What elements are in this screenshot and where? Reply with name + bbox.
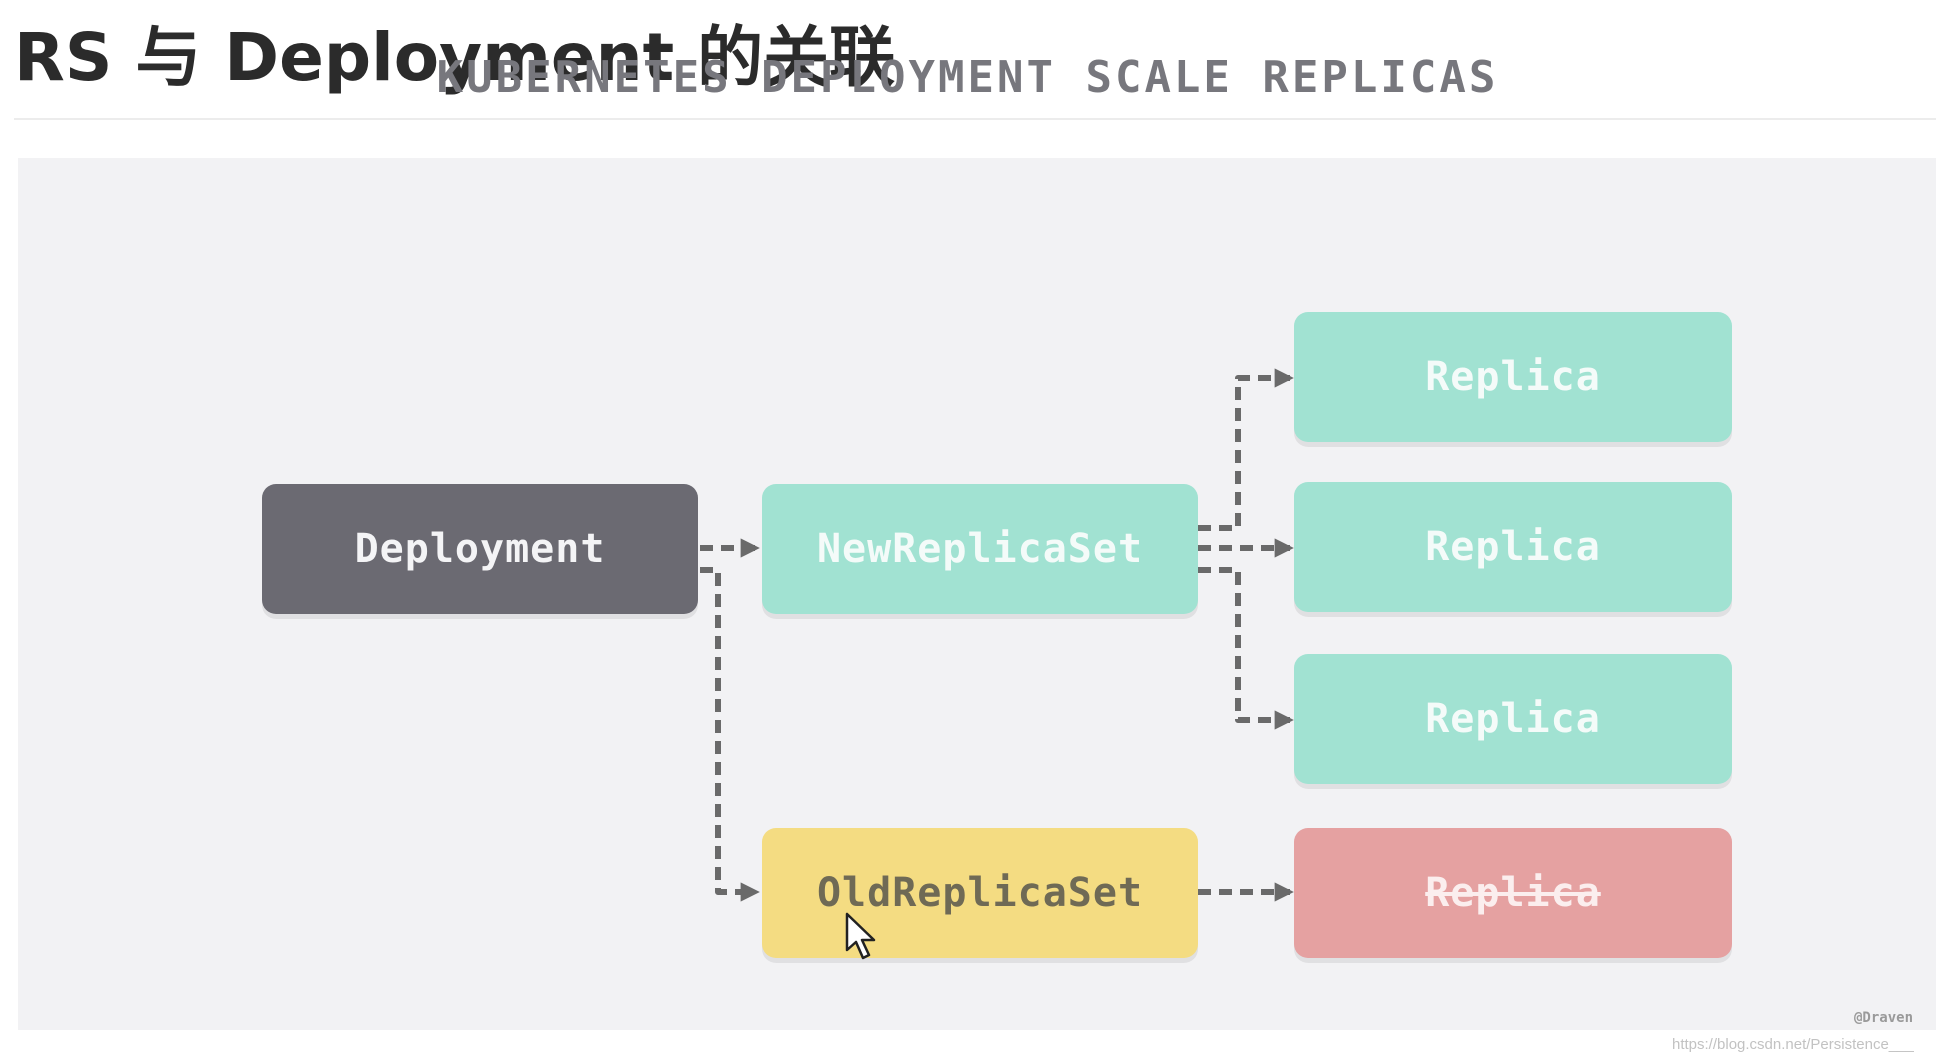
replica-node-2: Replica [1294,482,1732,612]
arrow-deployment-to-oldreplicaset [700,567,760,902]
new-replicaset-node-label: NewReplicaSet [816,526,1144,572]
new-replicaset-node: NewReplicaSet [762,484,1198,614]
deployment-node-label: Deployment [354,526,606,572]
old-replicaset-node-label: OldReplicaSet [816,870,1144,916]
arrow-newreplicaset-to-replica-1 [1198,368,1294,531]
replica-node-label: Replica [1425,524,1601,570]
old-replicaset-node: OldReplicaSet [762,828,1198,958]
page-title: RS 与 Deployment 的关联 [14,19,896,96]
replica-node-label: Replica [1425,696,1601,742]
removed-replica-node: Replica [1294,828,1732,958]
replica-node-3: Replica [1294,654,1732,784]
deployment-node: Deployment [262,484,698,614]
removed-replica-node-label: Replica [1425,870,1601,916]
source-watermark: https://blog.csdn.net/Persistence___ [1672,1036,1914,1053]
replica-node-label: Replica [1425,354,1601,400]
diagram-title: KUBERNETES DEPLOYMENT SCALE REPLICAS [436,52,1499,103]
arrow-newreplicaset-to-replica-3 [1198,567,1294,730]
author-credit: @Draven [1854,1010,1914,1026]
replica-node-1: Replica [1294,312,1732,442]
mouse-pointer-icon [845,912,876,960]
title-divider [14,118,1936,120]
